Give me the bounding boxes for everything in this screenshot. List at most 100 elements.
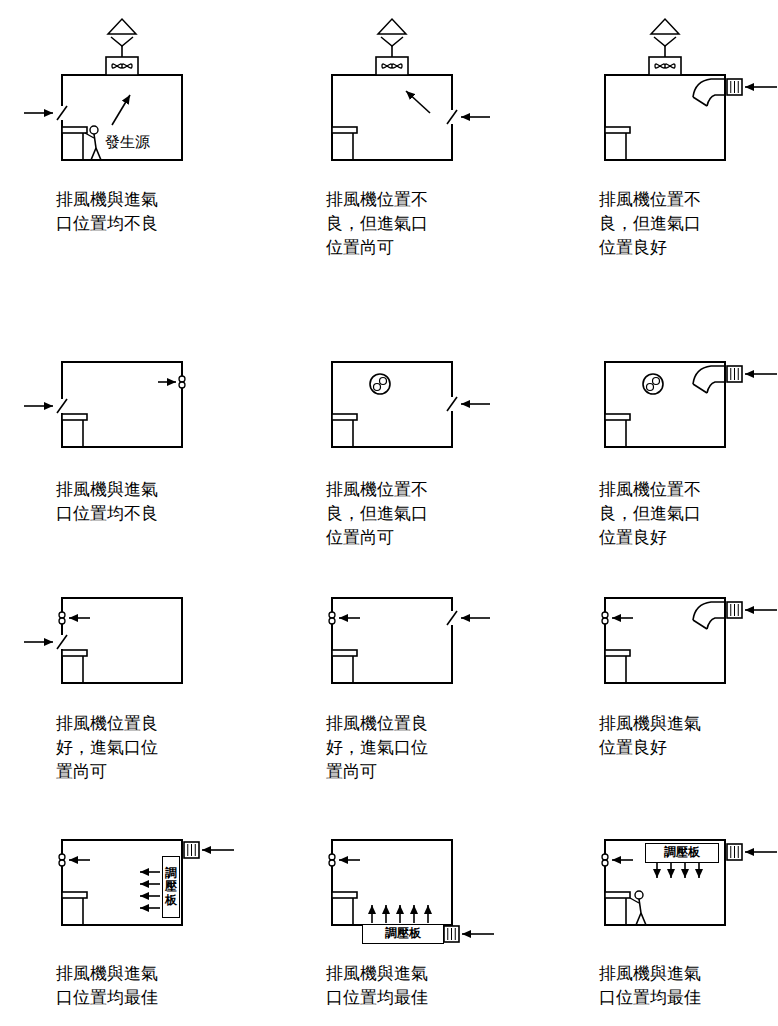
stack-cap (654, 37, 676, 46)
airflow-arrow (140, 883, 160, 885)
room-outline (62, 362, 182, 447)
airflow-arrow (413, 905, 415, 923)
airflow-arrow (24, 405, 53, 407)
fan-grille (734, 604, 735, 616)
airflow-arrow (24, 112, 53, 114)
worker-head (90, 126, 98, 134)
workbench-leg (352, 656, 354, 683)
fan-grille (738, 604, 739, 616)
roof-fan-housing (649, 57, 681, 75)
airflow-arrow (406, 91, 430, 113)
airflow-arrow (745, 851, 777, 853)
workbench (62, 650, 87, 656)
fan-symbol (655, 64, 675, 68)
panel-caption: 排風機位置不良，但進氣口位置尚可 (326, 188, 431, 259)
stack-cap (651, 19, 679, 34)
wall-fan (329, 612, 335, 618)
workbench-leg (82, 420, 84, 447)
duct-outlet (693, 620, 707, 629)
airflow-arrow (112, 95, 130, 125)
workbench (332, 414, 357, 420)
fan-grille (738, 846, 739, 858)
panel-caption: 排風機位置不良，但進氣口位置良好 (599, 188, 704, 259)
fan-symbol (382, 64, 402, 68)
fan-grille (734, 81, 735, 93)
airflow-arrow (140, 895, 160, 897)
fan-grille (451, 928, 452, 940)
wall-fan (179, 376, 185, 382)
wall-fan (329, 854, 335, 860)
airflow-arrow (158, 381, 176, 383)
workbench (605, 650, 630, 656)
fan-blade (653, 378, 660, 385)
workbench-leg (625, 898, 627, 925)
supply-fan-box (727, 602, 742, 618)
room-outline (62, 75, 182, 160)
airflow-arrow (461, 617, 490, 619)
wall-fan (329, 618, 335, 624)
panel-caption: 排風機位置良好，進氣口位置尚可 (326, 712, 431, 783)
fan-blade (647, 384, 654, 391)
supply-duct (707, 382, 725, 393)
workbench (332, 127, 357, 133)
fan-grille (734, 368, 735, 380)
supply-fan-box (727, 844, 742, 860)
airflow-arrow (745, 373, 777, 375)
panel-caption: 排風機與進氣口位置均最佳 (326, 962, 431, 1010)
room-outline (605, 362, 725, 447)
worker-body (94, 134, 96, 148)
source-label: 發生源 (104, 133, 151, 151)
wall-fan (59, 854, 65, 860)
worker-arm (85, 133, 94, 138)
airflow-arrow (427, 905, 429, 923)
fan-blade (374, 384, 381, 391)
airflow-arrow (656, 862, 658, 878)
fan-grille (730, 846, 731, 858)
airflow-arrow (69, 859, 90, 861)
room-outline (332, 75, 452, 160)
airflow-arrow (698, 862, 700, 878)
fan-grille (455, 928, 456, 940)
stack-cap (378, 19, 406, 34)
worker-body (639, 899, 641, 913)
ceiling-fan (370, 374, 390, 394)
supply-duct (707, 618, 725, 629)
supply-fan-box (444, 926, 459, 942)
airflow-arrow (339, 617, 360, 619)
stack-cap (381, 37, 403, 46)
wall-fan (179, 382, 185, 388)
fan-grille (730, 368, 731, 380)
room-outline (605, 75, 725, 160)
workbench-leg (82, 898, 84, 925)
panel-caption: 排風機與進氣位置良好 (599, 712, 704, 760)
wall-fan (602, 860, 608, 866)
supply-fan-box (727, 79, 742, 95)
worker-head (635, 891, 643, 899)
worker-leg (636, 913, 641, 925)
airflow-arrow (745, 609, 777, 611)
ceiling-fan (643, 374, 663, 394)
airflow-arrow (140, 871, 160, 873)
supply-fan-box (727, 366, 742, 382)
worker-leg (91, 148, 96, 160)
airflow-arrow (140, 907, 160, 909)
workbench (605, 127, 630, 133)
worker-leg (96, 148, 101, 160)
plate-label: 調壓板 (165, 867, 177, 907)
airflow-arrow (462, 933, 494, 935)
workbench-leg (625, 420, 627, 447)
wall-fan (602, 612, 608, 618)
airflow-arrow (612, 617, 633, 619)
duct-outlet (693, 97, 707, 106)
room-outline (605, 840, 725, 925)
airflow-arrow (670, 862, 672, 878)
fan-grille (734, 846, 735, 858)
panel-caption: 排風機與進氣口位置均不良 (56, 188, 161, 236)
workbench (62, 414, 87, 420)
fan-grille (447, 928, 448, 940)
airflow-arrow (24, 641, 53, 643)
airflow-arrow (684, 862, 686, 878)
supply-duct (707, 95, 725, 106)
pressure-plate: 調壓板 (645, 843, 719, 863)
